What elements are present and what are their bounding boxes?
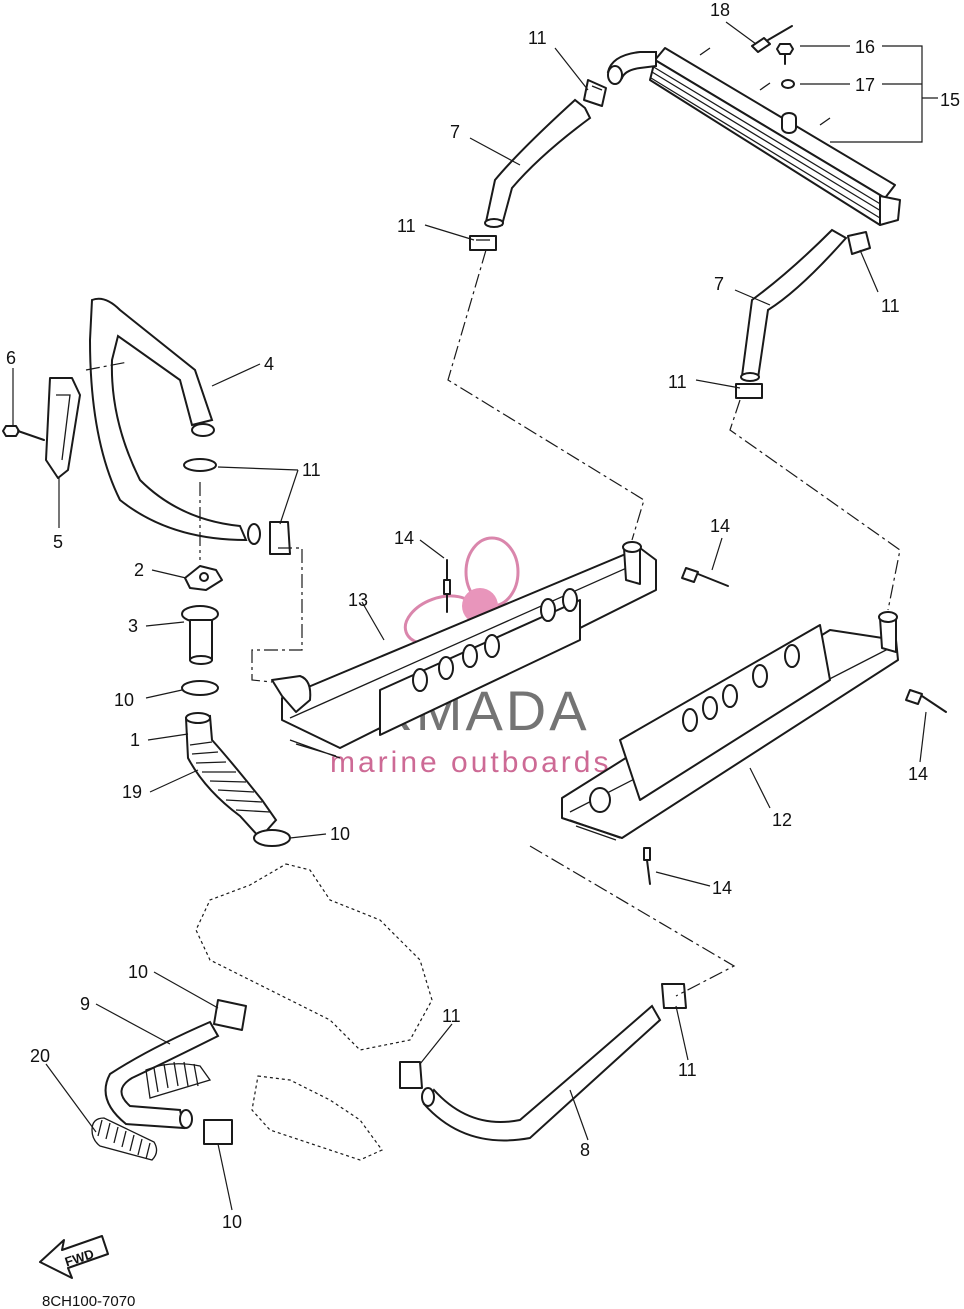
clamp-11-thermostat	[183, 458, 217, 472]
callout-14: 14	[908, 764, 928, 784]
radiator-assembly	[606, 47, 901, 226]
clamp-11-lower-left	[399, 1061, 423, 1089]
callout-14: 14	[712, 878, 732, 898]
hose-7-left	[484, 98, 592, 228]
manifold-outline	[251, 1075, 383, 1161]
callout-9: 9	[80, 994, 90, 1014]
leader-lines	[12, 21, 938, 1211]
rivet-18	[751, 25, 793, 53]
clamp-10-hose9-bottom	[203, 1119, 233, 1145]
callout-11: 11	[442, 1006, 461, 1026]
callout-14: 14	[710, 516, 730, 536]
cover-2	[184, 565, 223, 591]
callout-6: 6	[6, 348, 16, 368]
bracket-5	[45, 377, 81, 479]
callout-18: 18	[710, 0, 730, 20]
callout-16: 16	[855, 37, 875, 57]
callout-17: 17	[855, 75, 875, 95]
clamp-11-top	[583, 79, 607, 107]
diagram-code: 8CH100-7070	[42, 1293, 135, 1309]
callout-10: 10	[128, 962, 148, 982]
connection-lines	[85, 249, 901, 997]
callout-13: 13	[348, 590, 368, 610]
watermark-subtitle: marine outboards	[330, 746, 611, 779]
clamp-11-hose4	[269, 521, 291, 555]
hose-4	[88, 297, 261, 545]
callout-11: 11	[302, 460, 321, 480]
clamp-10-upper	[181, 680, 219, 696]
hose-9	[104, 1020, 220, 1130]
callout-1: 1	[130, 730, 140, 750]
clamp-11-mid-right	[735, 383, 763, 399]
hose-8	[421, 1004, 662, 1142]
coil-20	[91, 1061, 212, 1161]
callout-2: 2	[134, 560, 144, 580]
clamp-11-upper-left	[469, 235, 497, 251]
callout-11: 11	[881, 296, 900, 316]
callout-4: 4	[264, 354, 274, 374]
callout-11: 11	[678, 1060, 697, 1080]
callout-12: 12	[772, 810, 792, 830]
clamp-10-lower	[253, 829, 291, 847]
callout-19: 19	[122, 782, 142, 802]
rivet-14-a	[443, 559, 451, 613]
callout-11: 11	[528, 28, 547, 48]
engine-block-outline	[195, 863, 433, 1051]
pipe-12	[561, 611, 899, 841]
bolt-16	[776, 43, 794, 65]
rivet-14-b	[681, 567, 729, 587]
thermostat-3	[181, 605, 219, 665]
callout-10: 10	[330, 824, 350, 844]
callout-3: 3	[128, 616, 138, 636]
bolt-6	[2, 425, 45, 441]
clamp-11-lower-right	[661, 983, 687, 1009]
hose-1-bellows-19	[184, 712, 278, 840]
callout-20: 20	[30, 1046, 50, 1066]
callout-11: 11	[668, 372, 687, 392]
callout-labels: 18 16 17 15 11 7 11 7 11 11 6 4 5 11 2 3…	[6, 0, 960, 1232]
clamp-10-hose9-top	[213, 999, 247, 1031]
clamp-11-upper-right	[847, 231, 871, 255]
callout-10: 10	[222, 1212, 242, 1232]
fwd-arrow-icon: FWD	[39, 1235, 109, 1279]
washer-17	[781, 79, 795, 89]
callout-5: 5	[53, 532, 63, 552]
callout-7: 7	[450, 122, 460, 142]
callout-7: 7	[714, 274, 724, 294]
pipe-13	[271, 541, 657, 759]
hose-7-right	[740, 228, 848, 382]
rivet-14-d	[643, 847, 651, 885]
callout-10: 10	[114, 690, 134, 710]
rivet-14-c	[905, 689, 947, 713]
callout-11: 11	[397, 216, 416, 236]
callout-14: 14	[394, 528, 414, 548]
callout-8: 8	[580, 1140, 590, 1160]
callout-15: 15	[940, 90, 960, 110]
